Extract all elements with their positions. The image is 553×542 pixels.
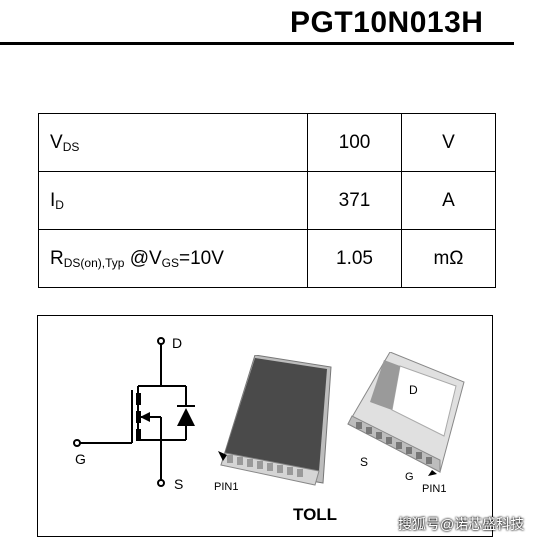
value-cell: 1.05 [307, 229, 402, 288]
gate-label: G [75, 451, 86, 467]
package-back-view [347, 352, 465, 476]
package-name: TOLL [293, 505, 338, 524]
title-underline [0, 42, 514, 45]
param-cell: ID [38, 171, 308, 230]
spec-table: VDS 100 V ID 371 A RDS(on),Typ @VGS=10V … [38, 113, 496, 288]
table-row: ID 371 A [38, 171, 496, 230]
unit-cell: A [401, 171, 496, 230]
drain-pad-label: D [409, 383, 418, 397]
value-cell: 371 [307, 171, 402, 230]
param-cell: VDS [38, 113, 308, 172]
param-cell: RDS(on),Typ @VGS=10V [38, 229, 308, 288]
watermark-text: 搜狐号@诺芯盛科技 [398, 516, 525, 532]
part-number-title: PGT10N013H [290, 6, 484, 39]
package-front-view [218, 355, 332, 486]
gate-pad-label: G [405, 471, 414, 483]
drain-label: D [172, 335, 183, 351]
table-row: VDS 100 V [38, 113, 496, 172]
unit-cell: V [401, 113, 496, 172]
mosfet-schematic [73, 337, 195, 487]
source-pad-label: S [360, 455, 369, 469]
pin1-label-front: PIN1 [214, 481, 239, 493]
pin1-label-back: PIN1 [422, 483, 447, 495]
source-label: S [174, 476, 184, 492]
table-row: RDS(on),Typ @VGS=10V 1.05 mΩ [38, 229, 496, 288]
value-cell: 100 [307, 113, 402, 172]
unit-cell: mΩ [401, 229, 496, 288]
package-figure-frame [37, 315, 493, 537]
